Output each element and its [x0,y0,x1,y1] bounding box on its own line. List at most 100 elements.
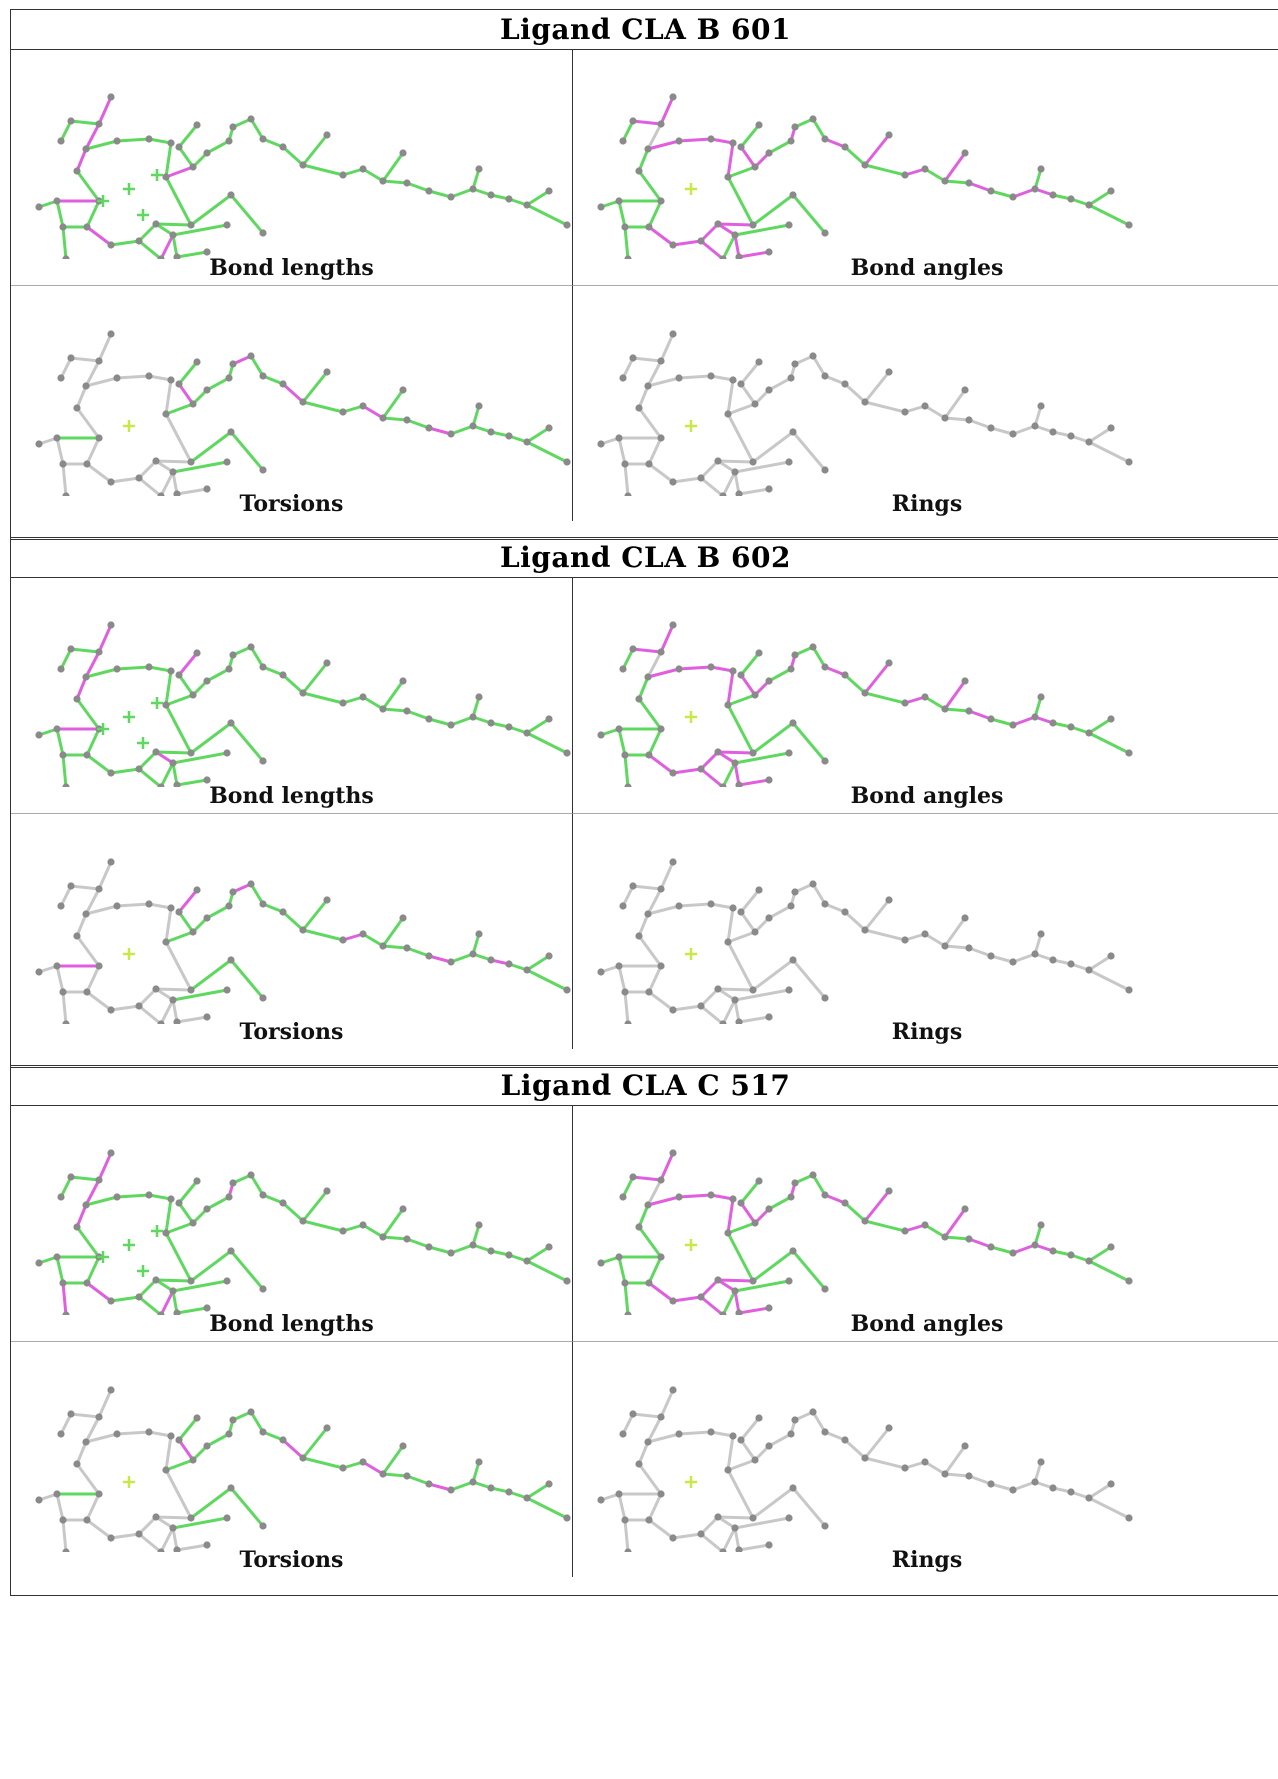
atom [965,416,973,424]
atom [669,858,677,866]
atom [755,886,763,894]
bond [751,193,795,227]
atom [809,1408,817,1416]
atom [469,950,477,958]
bond [249,117,265,141]
atom [107,1297,115,1305]
panel-angles: Bond angles [572,49,1278,285]
bond [361,167,385,183]
atom [223,458,231,466]
atom [765,914,773,922]
bond [733,761,741,787]
bond [843,1201,867,1223]
atom [965,1472,973,1480]
atom [162,173,170,181]
atom [95,885,103,893]
atom [621,751,629,759]
atom [35,1496,43,1504]
ligand-title: Ligand CLA B 602 [11,538,1278,578]
bond [381,388,405,420]
atom [425,1243,433,1251]
atom [57,665,65,673]
atom [113,137,121,145]
bond [171,1279,229,1293]
bond [716,1515,755,1520]
atom [724,1229,732,1237]
bond [75,934,101,968]
bond [427,426,453,436]
atom [203,1541,211,1549]
bond [361,1460,385,1476]
atom [447,1249,455,1257]
bond [171,233,179,259]
bond [189,1486,233,1520]
bond [811,354,827,378]
bond [967,1474,993,1486]
atom [1107,715,1115,723]
panel-angles: Bond angles [572,577,1278,813]
bond [177,123,199,149]
atom [152,1276,160,1284]
atom [227,1484,235,1492]
bond [249,645,265,669]
atom [615,1490,623,1498]
atom [697,237,705,245]
bond [361,404,385,420]
atom [789,428,797,436]
atom [961,1442,969,1450]
atom [187,986,195,994]
bond [61,990,68,1024]
atom [861,398,869,406]
atom [1009,430,1017,438]
atom [469,422,477,430]
atom [173,1546,181,1552]
molecule-diagram [35,621,571,787]
atom [765,677,773,685]
atom [189,928,197,936]
atom [425,715,433,723]
atom [921,930,929,938]
bond [617,436,627,466]
atom [961,1205,969,1213]
bond [631,647,663,654]
atom [731,231,739,239]
bond [943,1472,971,1478]
atom [59,460,67,468]
bond [97,332,113,363]
bond [726,1434,735,1472]
atom [73,932,81,940]
bond [59,356,73,380]
atom [523,1257,531,1265]
bond [75,169,101,203]
atom [1085,1257,1093,1265]
atom [1037,402,1045,410]
atom [113,1430,121,1438]
atom [187,749,195,757]
bond [647,1492,663,1522]
atom [1037,930,1045,938]
atom [629,354,637,362]
atom [175,1436,183,1444]
atom [157,1548,165,1552]
atom [821,900,829,908]
bond [177,382,195,406]
atom [203,1442,211,1450]
atom [193,1177,201,1185]
bond [677,137,713,143]
atom [145,663,153,671]
atom [299,926,307,934]
atom [615,725,623,733]
atom [53,197,61,205]
atom [203,677,211,685]
bond [733,460,791,474]
atom [359,930,367,938]
atom [619,665,627,673]
bond [726,402,757,416]
atom [59,1516,67,1524]
atom [505,1488,513,1496]
atom [247,643,255,651]
atom [82,382,90,390]
atom [621,1516,629,1524]
bond [699,239,725,259]
bond [75,1462,101,1496]
